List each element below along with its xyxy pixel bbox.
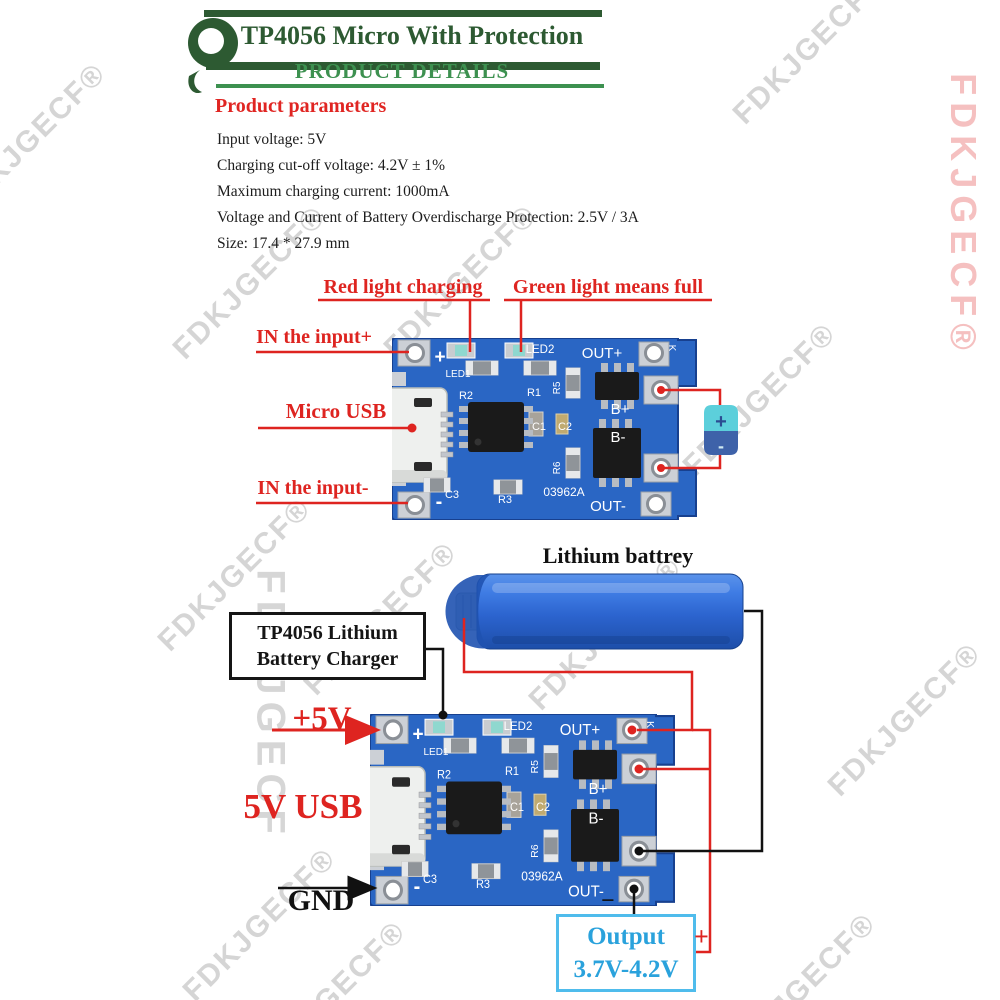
- ic-chips: [437, 740, 619, 872]
- charger-label-line1: TP4056 Lithium: [257, 622, 398, 644]
- silk-part-number: 03962A: [543, 485, 584, 499]
- header-curl-ornament: [188, 70, 202, 94]
- silk-c2: C2: [536, 802, 550, 814]
- usb-mount-pad: [392, 372, 406, 386]
- watermark-text: FDKJGECF®: [522, 550, 689, 717]
- output-label-line1: Output: [587, 923, 665, 950]
- silk-c3: C3: [423, 874, 437, 886]
- header-green-line: [216, 84, 604, 88]
- micro-usb-connector: [392, 387, 454, 483]
- label-plus-5v: +5V: [292, 701, 352, 737]
- silk-r5: R5: [552, 381, 563, 394]
- silk-out-minus: OUT-: [568, 883, 604, 900]
- micro-usb-connector: [370, 765, 432, 867]
- output-label-line2: 3.7V-4.2V: [573, 956, 679, 983]
- param-protection: Voltage and Current of Battery Overdisch…: [217, 209, 639, 226]
- label-in-input-plus: IN the input+: [256, 326, 372, 348]
- output-label-box: Output 3.7V-4.2V: [556, 914, 696, 992]
- label-5v-usb: 5V USB: [243, 787, 363, 826]
- pcb-board-bottom: + LED1 LED2 OUT+ K R2 R1 R5 B+ B- C1 C2 …: [370, 714, 675, 906]
- label-gnd: GND: [287, 884, 355, 917]
- watermark-text-pink: FDKJGECF®: [943, 73, 984, 357]
- output-plus-sign: +: [694, 922, 709, 951]
- silk-led1: LED1: [445, 369, 470, 380]
- silk-out-minus: OUT-: [590, 498, 626, 515]
- silk-r6: R6: [530, 844, 541, 858]
- watermark-text: FDKJGECF®: [0, 56, 113, 223]
- silk-b-plus: B+: [611, 401, 630, 418]
- silk-c1: C1: [510, 802, 524, 814]
- silk-k: K: [644, 721, 655, 728]
- silk-k: K: [666, 345, 677, 352]
- led-components: [446, 342, 534, 359]
- resistor-components: [423, 360, 581, 495]
- silk-out-plus: OUT+: [560, 722, 600, 739]
- usb-mount-pad: [370, 749, 384, 765]
- pcb-board-top: + LED1 LED2 OUT+ K R2 R1 R5 B+ B- C1 C2 …: [392, 338, 697, 520]
- header-top-bar: [204, 10, 602, 17]
- silk-c3: C3: [445, 489, 459, 501]
- resistor-components: [401, 737, 559, 880]
- param-size: Size: 17.4 * 27.9 mm: [217, 235, 350, 252]
- silk-r6: R6: [552, 461, 563, 474]
- silk-r2: R2: [459, 390, 473, 402]
- watermark-text: FDKJGECF®: [176, 841, 343, 1000]
- page-title: TP4056 Micro With Protection: [240, 21, 584, 50]
- charger-label-line2: Battery Charger: [256, 648, 399, 670]
- output-minus-sign: −: [601, 888, 615, 914]
- silk-led2: LED2: [526, 344, 555, 356]
- silk-part-number: 03962A: [521, 869, 563, 883]
- label-micro-usb: Micro USB: [285, 399, 387, 423]
- param-input-voltage: Input voltage: 5V: [217, 131, 327, 148]
- watermark-text: FDKJGECF®: [726, 0, 893, 131]
- header-underline-bar: [206, 62, 600, 70]
- param-charging-current: Maximum charging current: 1000mA: [217, 183, 450, 200]
- label-in-input-minus: IN the input-: [257, 477, 369, 499]
- silk-r5: R5: [530, 760, 541, 774]
- silk-plus: +: [434, 347, 445, 368]
- ic-chips: [459, 363, 641, 487]
- silk-minus: -: [414, 875, 421, 899]
- silk-b-minus: B-: [611, 429, 626, 446]
- silk-r2: R2: [437, 769, 451, 781]
- silk-plus: +: [412, 723, 423, 746]
- silk-b-plus: B+: [589, 781, 608, 798]
- watermark-text: FDKJGECF®: [716, 906, 883, 1000]
- label-green-light-full: Green light means full: [512, 276, 704, 298]
- silk-b-minus: B-: [589, 810, 604, 827]
- page-subtitle: PRODUCT DETAILS: [294, 59, 510, 83]
- parameters-title: Product parameters: [215, 95, 387, 117]
- watermark-text: FDKJGECF®: [821, 636, 988, 803]
- watermark-text: FDKJGECF®: [676, 316, 843, 483]
- header-tag-icon-hole: [198, 28, 224, 54]
- charger-label-box: TP4056 Lithium Battery Charger: [229, 612, 426, 680]
- label-lithium-battery: Lithium battrey: [542, 543, 694, 568]
- silk-led2: LED2: [504, 719, 533, 733]
- silk-r3: R3: [498, 494, 512, 506]
- silk-minus: -: [436, 491, 443, 513]
- silk-r1: R1: [527, 387, 541, 399]
- param-cutoff-voltage: Charging cut-off voltage: 4.2V ± 1%: [217, 157, 446, 174]
- silkscreen-labels: + LED1 LED2 OUT+ K R2 R1 R5 B+ B- C1 C2 …: [434, 344, 677, 515]
- silk-r3: R3: [476, 879, 490, 891]
- silk-c1: C1: [532, 421, 546, 433]
- silk-c2: C2: [558, 421, 572, 433]
- silk-r1: R1: [505, 766, 519, 778]
- label-red-light-charging: Red light charging: [323, 276, 483, 298]
- silk-led1: LED1: [424, 747, 449, 758]
- silk-out-plus: OUT+: [582, 345, 623, 362]
- header-banner-graphic: [188, 10, 604, 94]
